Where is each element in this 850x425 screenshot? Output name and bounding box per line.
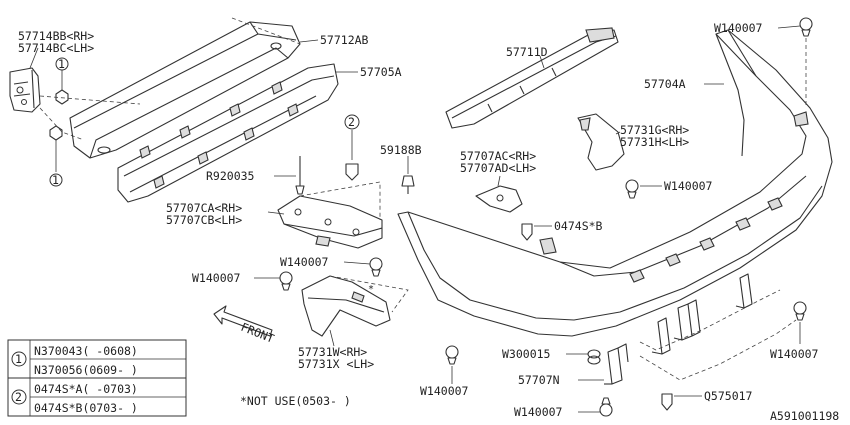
diagram-id: A591001198 [770, 409, 839, 423]
bolt-q575017[interactable] [661, 393, 673, 411]
label-57707cb: 57707CB<LH> [166, 213, 242, 227]
clip-w140007-b[interactable] [279, 271, 293, 291]
label-57731x: 57731X <LH> [298, 357, 374, 371]
legend-ref-2: 2 [15, 390, 22, 404]
nut-callout-1-bottom[interactable]: 1 [49, 125, 63, 187]
bracket-57707n[interactable] [604, 343, 629, 385]
legend-row-2-line-1: 0474S*A( -0703) [34, 382, 138, 396]
label-w140007-d: W140007 [420, 384, 469, 398]
label-w140007-c: W140007 [770, 347, 819, 361]
label-57731w: 57731W<RH> [298, 345, 367, 359]
legend-row-1-line-1: N370043( -0608) [34, 344, 138, 358]
label-57705a: 57705A [360, 65, 402, 79]
label-57707ad: 57707AD<LH> [460, 161, 536, 175]
bracket-57707ac[interactable] [475, 185, 523, 213]
label-not-use: *NOT USE(0503- ) [240, 394, 351, 408]
label-w140007-a: W140007 [280, 255, 329, 269]
reinforcement-57711d[interactable] [445, 27, 619, 129]
callout-1-top: 1 [58, 57, 65, 71]
front-arrow: FRONT [213, 305, 276, 346]
label-w140007-mid: W140007 [664, 179, 713, 193]
reinforcement-57712ab[interactable] [69, 21, 301, 159]
label-front: FRONT [239, 320, 276, 346]
clip-w140007-mid[interactable] [625, 179, 639, 199]
bracket-57731g[interactable] [577, 113, 625, 171]
clip-w140007-d[interactable] [445, 345, 459, 365]
legend-table: 1 N370043( -0608) N370056(0609- ) 2 0474… [7, 339, 187, 417]
spacer-w300015[interactable] [587, 349, 601, 365]
clip-w140007-e[interactable] [599, 397, 613, 417]
absorber-57705a[interactable] [117, 63, 339, 203]
label-not-use-mark: * [368, 284, 374, 295]
label-r920035: R920035 [206, 169, 254, 183]
bolt-callout-2[interactable]: 2 [344, 114, 360, 181]
nut-callout-1-top[interactable]: 1 [55, 57, 69, 105]
label-57707ac: 57707AC<RH> [460, 149, 536, 163]
callout-1-bottom: 1 [52, 173, 59, 187]
label-57731h: 57731H<LH> [620, 135, 689, 149]
label-59188b: 59188B [380, 143, 422, 157]
label-57714bb: 57714BB<RH> [18, 29, 94, 43]
label-57707n: 57707N [518, 373, 560, 387]
clip-w140007-top[interactable] [799, 17, 813, 37]
lower-brackets[interactable] [651, 273, 753, 355]
label-57704a: 57704A [644, 77, 686, 91]
label-57711d: 57711D [506, 45, 548, 59]
label-57714bc: 57714BC<LH> [18, 41, 94, 55]
clip-59188b[interactable] [401, 175, 415, 194]
bolt-0474s-b[interactable] [521, 223, 533, 241]
label-w140007-top: W140007 [714, 21, 763, 35]
legend-ref-1: 1 [15, 352, 22, 366]
clip-w140007-c[interactable] [793, 301, 807, 321]
label-57731g: 57731G<RH> [620, 123, 689, 137]
bracket-57714[interactable] [9, 67, 41, 113]
bracket-57731w[interactable] [301, 275, 391, 337]
bracket-57707ca[interactable] [277, 195, 383, 249]
callout-2: 2 [348, 115, 355, 129]
bumper-face-57704a[interactable] [397, 29, 833, 337]
label-w140007-e: W140007 [514, 405, 563, 419]
label-0474s-b: 0474S*B [554, 219, 603, 233]
legend-row-1-line-2: N370056(0609- ) [34, 363, 138, 377]
label-57712ab: 57712AB [320, 33, 369, 47]
label-w140007-b: W140007 [192, 271, 241, 285]
label-57707ca: 57707CA<RH> [166, 201, 242, 215]
legend-row-2-line-2: 0474S*B(0703- ) [34, 401, 138, 415]
clip-r920035[interactable] [295, 156, 305, 195]
label-w300015: W300015 [502, 347, 550, 361]
label-q575017: Q575017 [704, 389, 753, 403]
clip-w140007-a[interactable] [369, 257, 383, 277]
